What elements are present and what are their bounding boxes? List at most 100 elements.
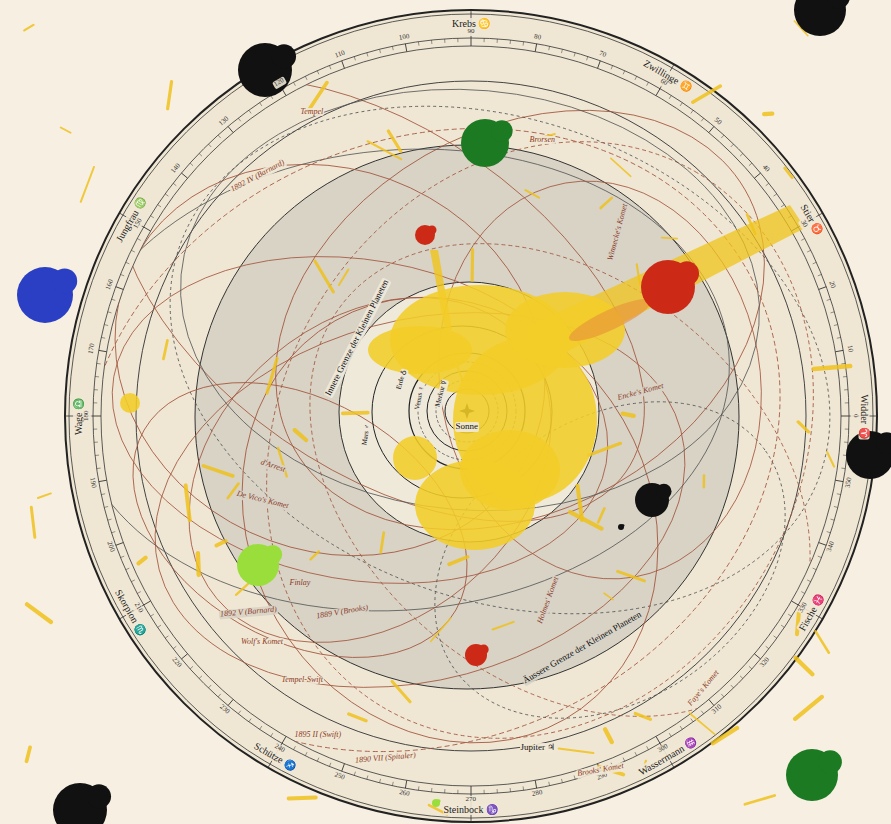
degree-tick	[294, 82, 296, 86]
degree-tick	[121, 274, 125, 275]
degree-tick	[112, 532, 116, 533]
degree-tick	[282, 736, 286, 743]
comet-orbit	[0, 16, 883, 824]
degree-tick	[208, 144, 211, 147]
yellow-paint	[368, 326, 472, 374]
degree-tick	[766, 646, 769, 648]
degree-tick	[121, 556, 125, 557]
degree-number: 320	[758, 655, 772, 670]
degree-tick	[93, 402, 97, 403]
degree-tick	[837, 493, 841, 495]
scale-ring	[93, 38, 849, 794]
paint-streak	[381, 533, 384, 553]
degree-tick	[484, 38, 485, 42]
paint-streak	[493, 622, 514, 630]
degree-tick	[108, 519, 112, 520]
degree-tick	[95, 455, 99, 456]
paint-streak	[431, 618, 451, 641]
paint-blot	[622, 524, 625, 527]
degree-tick	[740, 676, 743, 679]
paint-streak	[559, 748, 594, 753]
paint-blot	[52, 268, 77, 293]
degree-tick	[431, 40, 432, 44]
zodiac-label: Wassermann ♒	[636, 735, 700, 778]
paint-blot	[428, 226, 437, 235]
comet-orbit	[160, 42, 891, 824]
degree-tick	[108, 312, 112, 313]
degree-tick	[841, 363, 845, 365]
degree-tick	[680, 726, 682, 729]
paint-streak	[577, 486, 582, 520]
comet-orbit	[200, 25, 840, 614]
paint-streak	[24, 25, 33, 31]
paint-streak	[31, 507, 35, 537]
comet-orbit	[37, 0, 724, 611]
jupiter-orbit	[136, 81, 806, 751]
degree-tick	[647, 746, 649, 750]
degree-number: 50	[712, 116, 724, 128]
paint-streak	[295, 430, 306, 440]
paint-streak	[289, 795, 316, 800]
scale-ring	[101, 46, 841, 786]
degree-tick	[317, 71, 319, 75]
paint-splatter	[17, 0, 891, 824]
degree-tick	[199, 676, 202, 679]
comet-label: Tempel	[300, 108, 325, 117]
comet-label: 1889 V (Brooks)	[315, 603, 370, 621]
degree-tick	[845, 429, 849, 430]
degree-tick	[305, 752, 307, 756]
degree-tick	[701, 711, 703, 714]
comet-label: d'Arrest	[258, 457, 287, 474]
degree-tick	[807, 250, 811, 252]
comet-label: Tempel-Swift	[281, 676, 324, 685]
degree-tick	[165, 194, 168, 196]
degree-tick	[497, 39, 498, 43]
planet-label: Innere Grenze der Kleinen Planeten	[323, 277, 391, 398]
comet-label: Wolf's Komet	[240, 638, 284, 647]
degree-tick	[831, 519, 835, 520]
degree-tick	[271, 733, 273, 736]
degree-tick	[835, 350, 843, 351]
degree-tick	[354, 57, 355, 61]
degree-number: 40	[759, 163, 771, 175]
degree-tick	[116, 287, 124, 290]
paint-streak	[662, 238, 677, 239]
degree-tick	[165, 636, 168, 638]
degree-tick	[367, 776, 368, 780]
degree-tick	[819, 287, 827, 290]
paint-blot	[827, 0, 850, 9]
paint-streak	[570, 512, 601, 529]
paint-streak	[392, 681, 410, 701]
degree-number: 230	[217, 703, 232, 717]
paint-streak	[168, 82, 172, 109]
degree-tick	[807, 580, 811, 582]
degree-tick	[137, 592, 141, 594]
degree-tick	[731, 144, 734, 147]
degree-tick	[126, 568, 130, 570]
degree-tick	[144, 227, 151, 231]
degree-tick	[104, 506, 108, 508]
degree-tick	[561, 49, 563, 53]
degree-tick	[94, 389, 98, 390]
degree-number: 120	[271, 77, 286, 90]
planet-label: Merkur ☿	[434, 379, 449, 409]
paint-streak	[449, 557, 467, 564]
degree-tick	[813, 568, 817, 570]
comet-label: Faye's Komet	[686, 668, 722, 709]
degree-tick	[260, 726, 262, 729]
degree-tick	[101, 493, 105, 495]
degree-number: 260	[397, 789, 411, 799]
degree-tick	[510, 788, 511, 792]
degree-number: 350	[844, 476, 854, 490]
paint-streak	[814, 366, 851, 369]
paint-blot	[479, 645, 489, 655]
paint-streak	[203, 466, 232, 476]
degree-tick	[238, 118, 240, 121]
degree-tick	[150, 216, 153, 218]
degree-tick	[731, 685, 734, 688]
paint-streak	[267, 358, 277, 393]
planet-label: Venus ♀	[414, 384, 426, 411]
degree-number: 140	[170, 162, 184, 177]
planet-label: Mars ♂	[361, 423, 372, 447]
degree-tick	[190, 163, 193, 166]
